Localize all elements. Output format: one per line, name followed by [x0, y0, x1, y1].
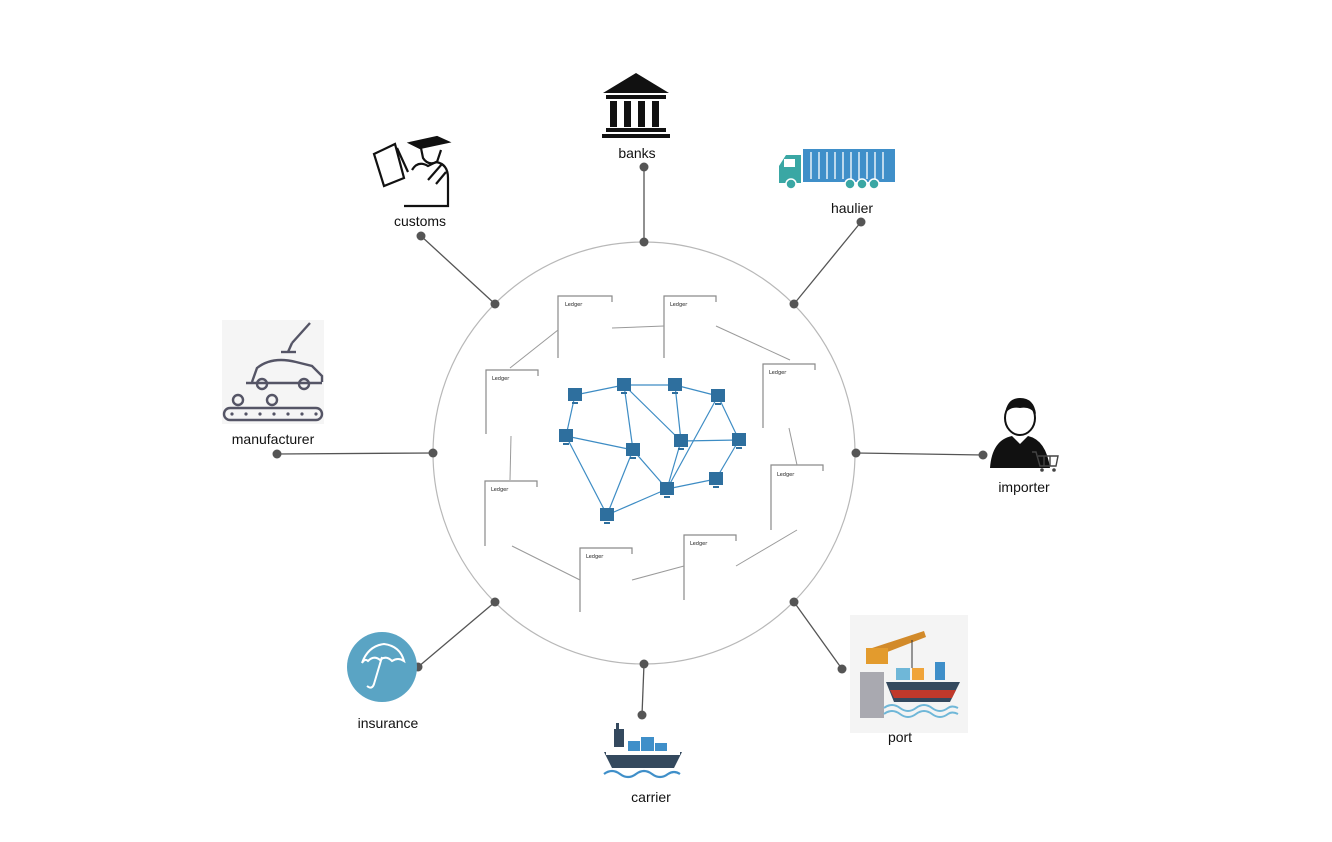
peer-network-nodes: [559, 378, 746, 524]
connector-port: [793, 601, 843, 670]
peer-network-edges: [565, 384, 740, 516]
ring-dot-carrier: [639, 659, 649, 669]
participant-customs: customs: [372, 135, 452, 229]
participant-haulier: haulier: [779, 149, 895, 216]
ledger-copy-label: Ledger: [565, 302, 583, 308]
connector-importer: [855, 452, 984, 456]
label-customs: customs: [394, 213, 446, 229]
car-assembly-robot-icon: [222, 320, 324, 424]
peer-node: [626, 443, 640, 459]
participant-carrier: carrier: [603, 723, 682, 805]
ledger-copy: Ledger: [683, 534, 737, 600]
peer-node: [568, 388, 582, 404]
connector-insurance: [417, 601, 496, 668]
participant-dot-carrier: [637, 710, 647, 720]
participant-dot-customs: [416, 231, 426, 241]
connector-carrier: [641, 663, 645, 716]
umbrella-icon: [347, 632, 417, 702]
label-importer: importer: [998, 479, 1050, 495]
ledger-copy: Ledger: [484, 480, 538, 546]
ledger-copy-label: Ledger: [690, 541, 708, 547]
ledger-copy-label: Ledger: [670, 302, 688, 308]
participant-dot-manufacturer: [272, 449, 282, 459]
ledger-copy: Ledger: [557, 295, 613, 358]
label-port: port: [888, 729, 912, 745]
ring-dot-manufacturer: [428, 448, 438, 458]
peer-node: [711, 389, 725, 405]
ledger-copy: Ledger: [663, 295, 717, 358]
cargo-ship-icon: [603, 723, 682, 779]
ledger-copy: Ledger: [485, 369, 539, 434]
ring-dot-banks: [639, 237, 649, 247]
person-with-cart-icon: [990, 398, 1059, 472]
label-insurance: insurance: [358, 715, 419, 731]
ledger-copy-label: Ledger: [586, 554, 604, 560]
ledger-copy: Ledger: [579, 547, 633, 612]
connector-lines: [276, 167, 984, 716]
connector-customs: [420, 235, 496, 305]
ledger-copy-label: Ledger: [491, 487, 509, 493]
peer-node: [660, 482, 674, 498]
ledger-links: [509, 325, 798, 581]
ring-dots: [428, 237, 861, 669]
label-manufacturer: manufacturer: [232, 431, 315, 447]
ledger-copies: Ledger Ledger Ledger Ledger Ledger Ledge…: [484, 295, 824, 612]
bank-icon: [602, 73, 670, 138]
label-carrier: carrier: [631, 789, 671, 805]
participant-dot-port: [837, 664, 847, 674]
peer-node: [709, 472, 723, 488]
label-banks: banks: [618, 145, 655, 161]
ledger-copy-label: Ledger: [777, 472, 795, 478]
ring-dot-insurance: [490, 597, 500, 607]
peer-node: [732, 433, 746, 449]
connector-haulier: [793, 221, 862, 305]
ring-dot-importer: [851, 448, 861, 458]
participant-banks: banks: [602, 73, 670, 161]
ledger-copy-label: Ledger: [492, 376, 510, 382]
participant-importer: importer: [990, 398, 1059, 495]
connector-manufacturer: [276, 452, 434, 455]
port-crane-ship-icon: [850, 615, 968, 733]
participant-port: port: [850, 615, 968, 745]
container-truck-icon: [779, 149, 895, 190]
customs-officer-icon: [372, 135, 452, 208]
peer-node: [668, 378, 682, 394]
ledger-copy: Ledger: [770, 464, 824, 530]
ring-dot-port: [789, 597, 799, 607]
participant-dot-haulier: [856, 217, 866, 227]
participant-dot-importer: [978, 450, 988, 460]
peer-node: [617, 378, 631, 394]
peer-node: [600, 508, 614, 524]
peer-node: [674, 434, 688, 450]
label-haulier: haulier: [831, 200, 873, 216]
participant-manufacturer: manufacturer: [222, 320, 324, 447]
participant-dots: [272, 162, 988, 720]
ledger-copy-label: Ledger: [769, 370, 787, 376]
ledger-copy: Ledger: [762, 363, 816, 428]
ring-dot-customs: [490, 299, 500, 309]
participant-insurance: insurance: [347, 632, 419, 731]
peer-node: [559, 429, 573, 445]
participant-dot-banks: [639, 162, 649, 172]
ring-dot-haulier: [789, 299, 799, 309]
